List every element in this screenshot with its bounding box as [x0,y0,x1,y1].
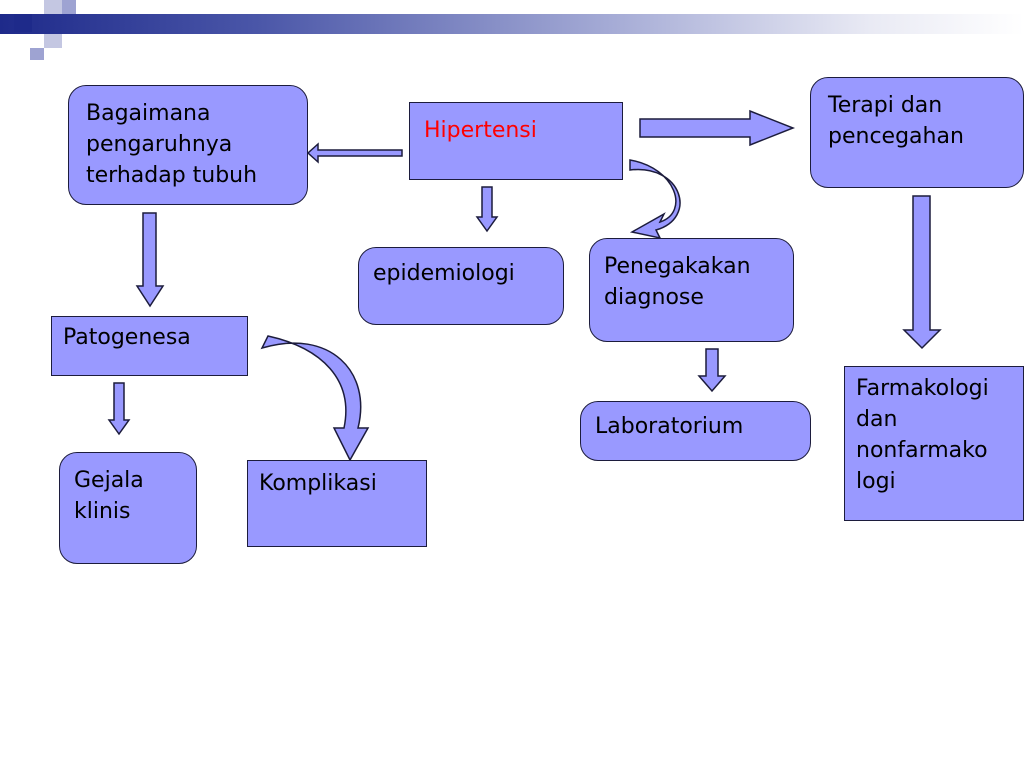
node-patogenesa: Patogenesa [51,316,248,376]
header-square-mid [62,0,76,14]
header-square-light-2 [44,34,62,48]
node-gejala-klinis: Gejala klinis [59,452,197,564]
arrow-diagnose-to-laboratorium [697,348,727,393]
header-gradient-bar [0,14,1024,34]
arrow-pengaruh-to-patogenesa [135,212,165,308]
node-laboratorium: Laboratorium [580,401,811,461]
arrow-hipertensi-to-terapi [639,109,796,147]
arrow-terapi-to-farmakologi [902,195,942,350]
arrow-patogenesa-to-gejala [107,382,131,436]
node-epidemiologi: epidemiologi [358,247,564,325]
node-hipertensi: Hipertensi [409,102,623,180]
arrow-hipertensi-to-epidemiologi [475,186,499,233]
node-terapi-pencegahan: Terapi dan pencegahan [810,77,1024,188]
arrow-hipertensi-to-diagnose [629,159,681,240]
header-square-dark [14,14,32,32]
header-square-mid-2 [30,48,44,60]
node-penegakakan-diagnose: Penegakakan diagnose [589,238,794,342]
node-komplikasi: Komplikasi [247,460,427,547]
node-pengaruh-terhadap-tubuh: Bagaimana pengaruhnya terhadap tubuh [68,85,308,205]
arrow-hipertensi-to-pengaruh [306,142,403,164]
node-farmakologi: Farmakologi dan nonfarmako logi [844,366,1024,521]
arrow-patogenesa-to-komplikasi [260,335,370,462]
header-square-light [44,0,62,14]
